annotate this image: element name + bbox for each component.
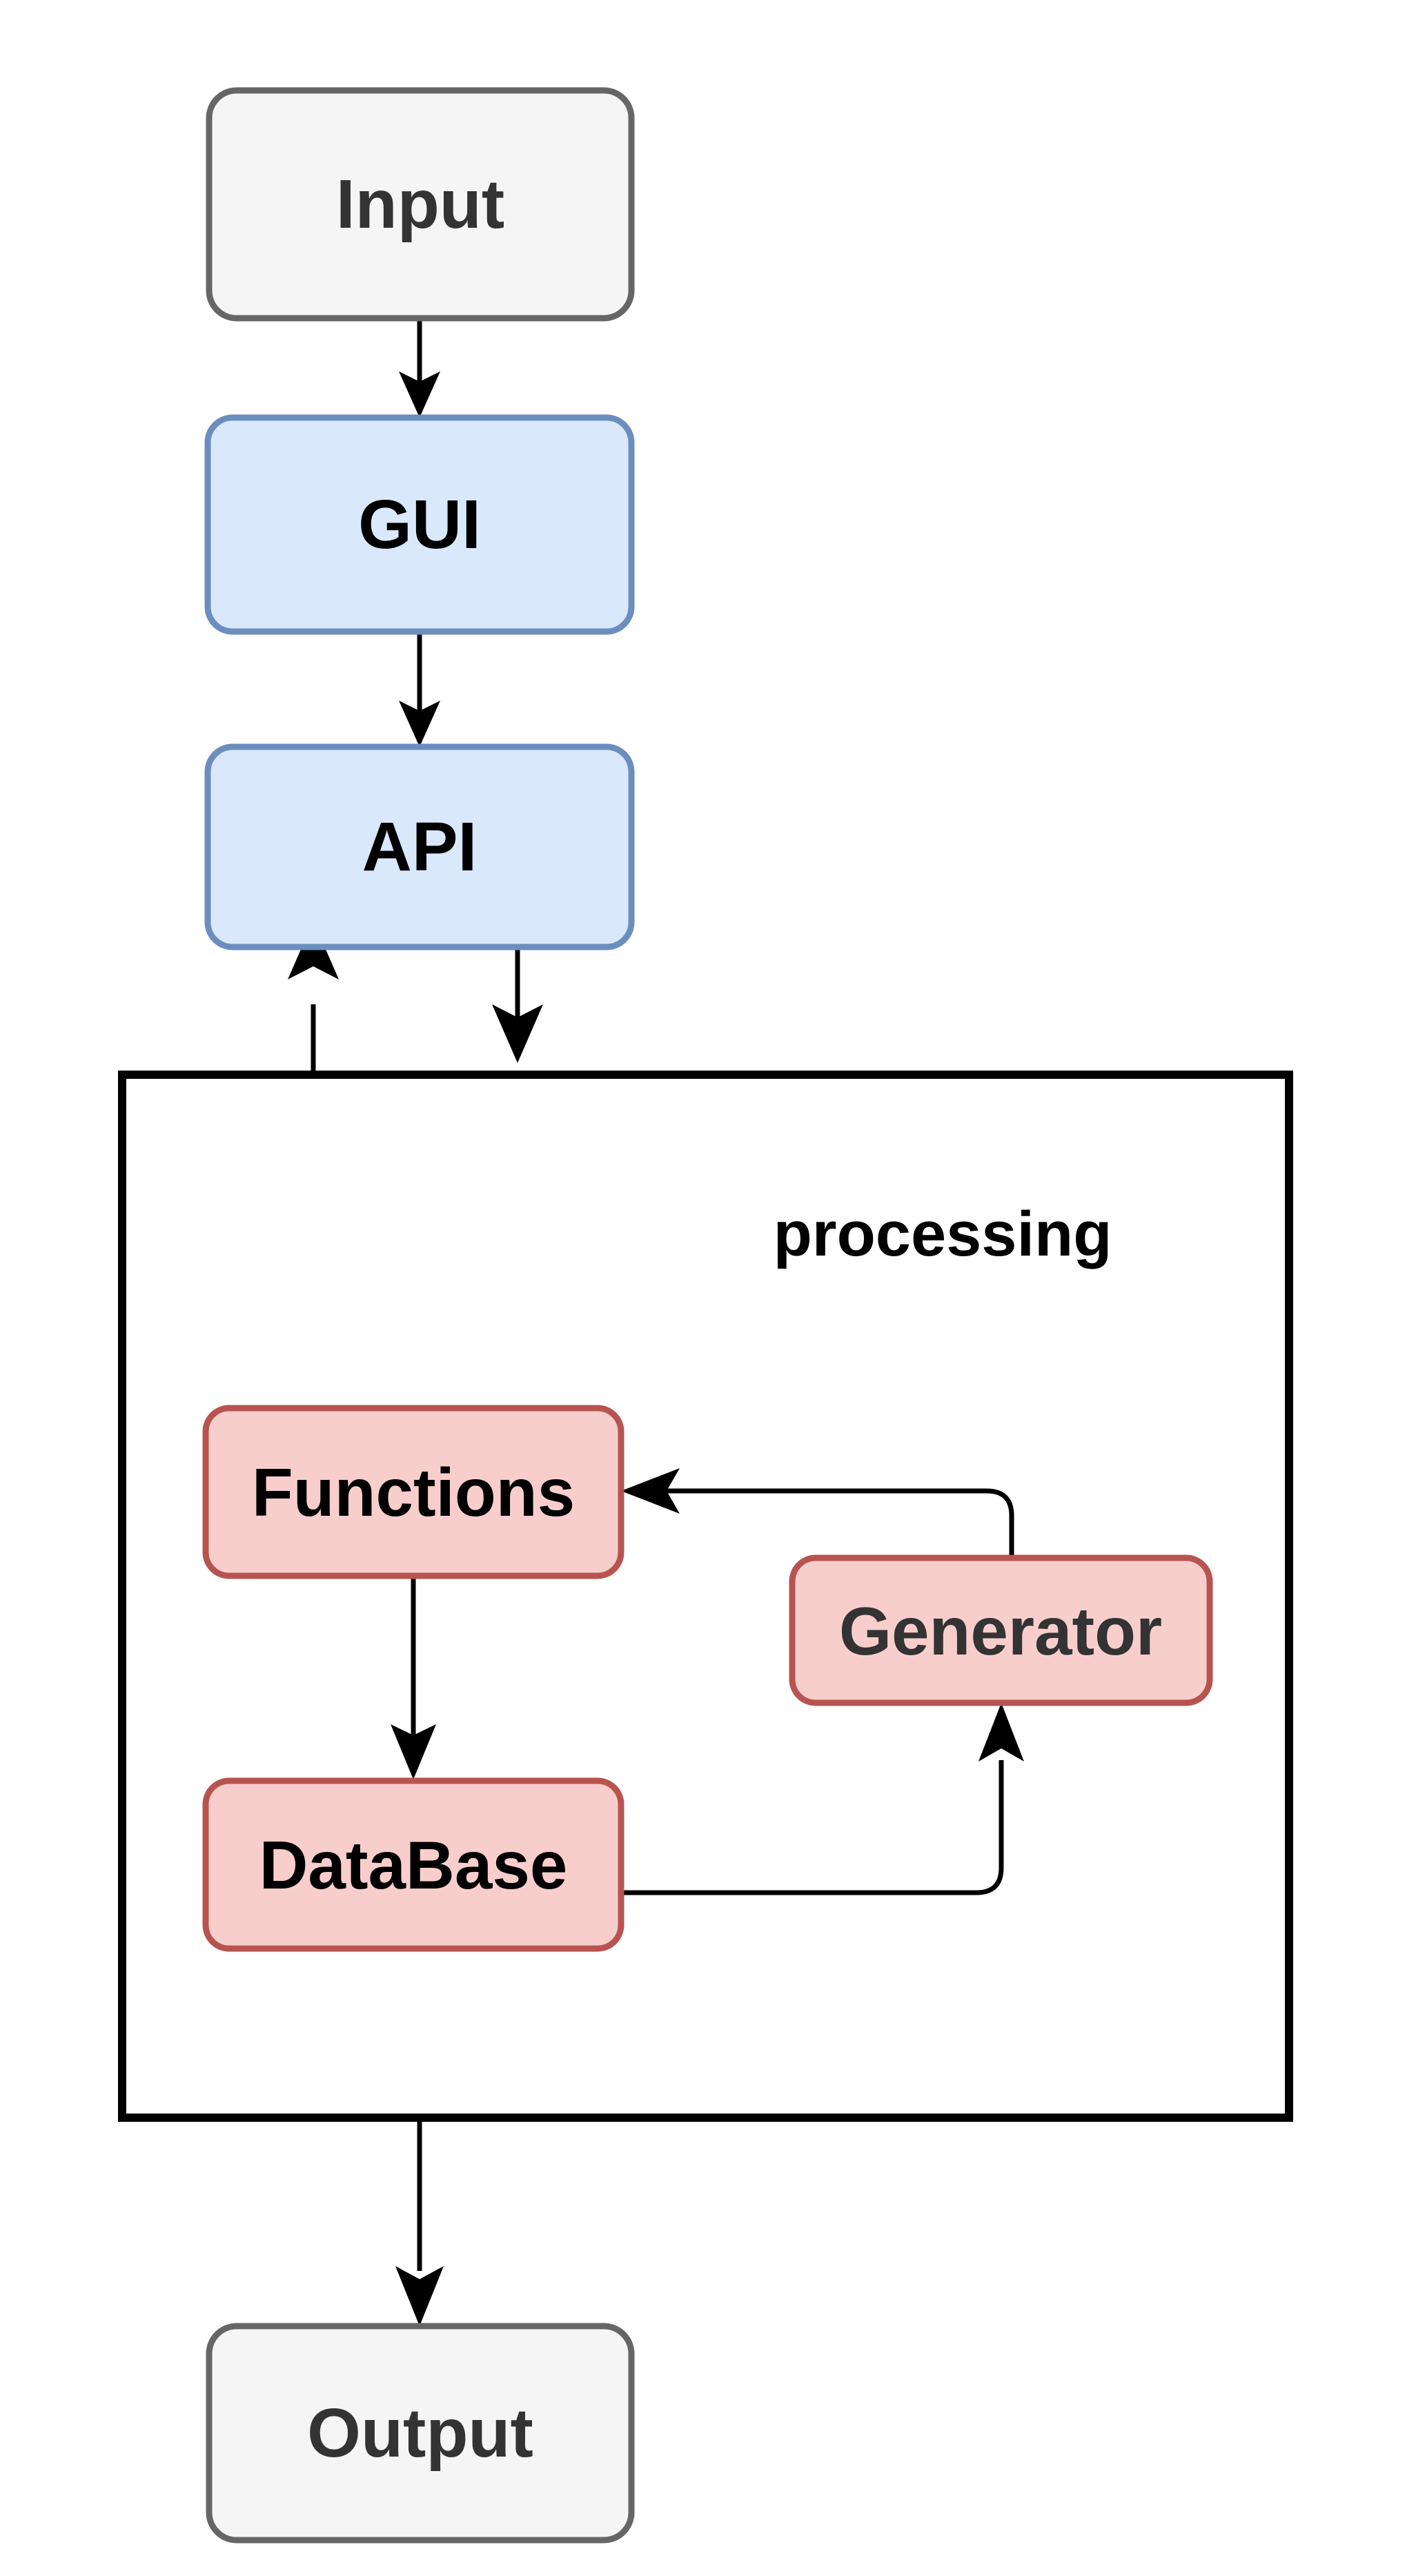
arrowhead-up-icon [979, 1703, 1024, 1762]
arrowhead-down-icon [399, 371, 440, 418]
node-functions-rect [202, 1405, 625, 1579]
edge-processing-to-output [395, 2118, 444, 2326]
arrowhead-down-icon [391, 1724, 436, 1779]
node-input[interactable]: Input [206, 87, 635, 322]
node-functions-label: Functions [252, 1454, 575, 1530]
edge-input-to-gui [399, 318, 440, 418]
arrowhead-down-icon [395, 2266, 444, 2326]
edge-database-to-generator [621, 1703, 1024, 1895]
node-gui[interactable]: GUI [204, 414, 635, 635]
node-output-rect [206, 2323, 635, 2544]
edge-generator-to-functions [621, 1468, 1014, 1558]
node-api-label: API [362, 808, 478, 886]
node-database[interactable]: DataBase [202, 1777, 625, 1952]
node-api[interactable]: API [204, 743, 635, 950]
node-generator-rect [789, 1554, 1213, 1706]
node-functions[interactable]: Functions [202, 1405, 625, 1579]
processing-container-label: processing [774, 1199, 1112, 1269]
node-gui-rect [204, 414, 635, 635]
edge-api-to-processing [492, 947, 543, 1063]
edge-gui-to-api [399, 632, 440, 747]
node-input-label: Input [336, 166, 504, 243]
node-database-label: DataBase [259, 1827, 568, 1903]
node-api-rect [204, 743, 635, 950]
arrowhead-left-icon [621, 1468, 680, 1514]
arrowhead-down-icon [492, 1004, 543, 1063]
node-output-label: Output [307, 2394, 533, 2472]
arrowhead-down-icon [399, 701, 440, 747]
node-input-rect [206, 87, 635, 322]
node-generator[interactable]: Generator [789, 1554, 1213, 1706]
node-generator-label: Generator [839, 1593, 1162, 1669]
edge-functions-to-database [391, 1576, 436, 1779]
node-output[interactable]: Output [206, 2323, 635, 2544]
node-database-rect [202, 1777, 625, 1952]
node-gui-label: GUI [358, 486, 481, 563]
